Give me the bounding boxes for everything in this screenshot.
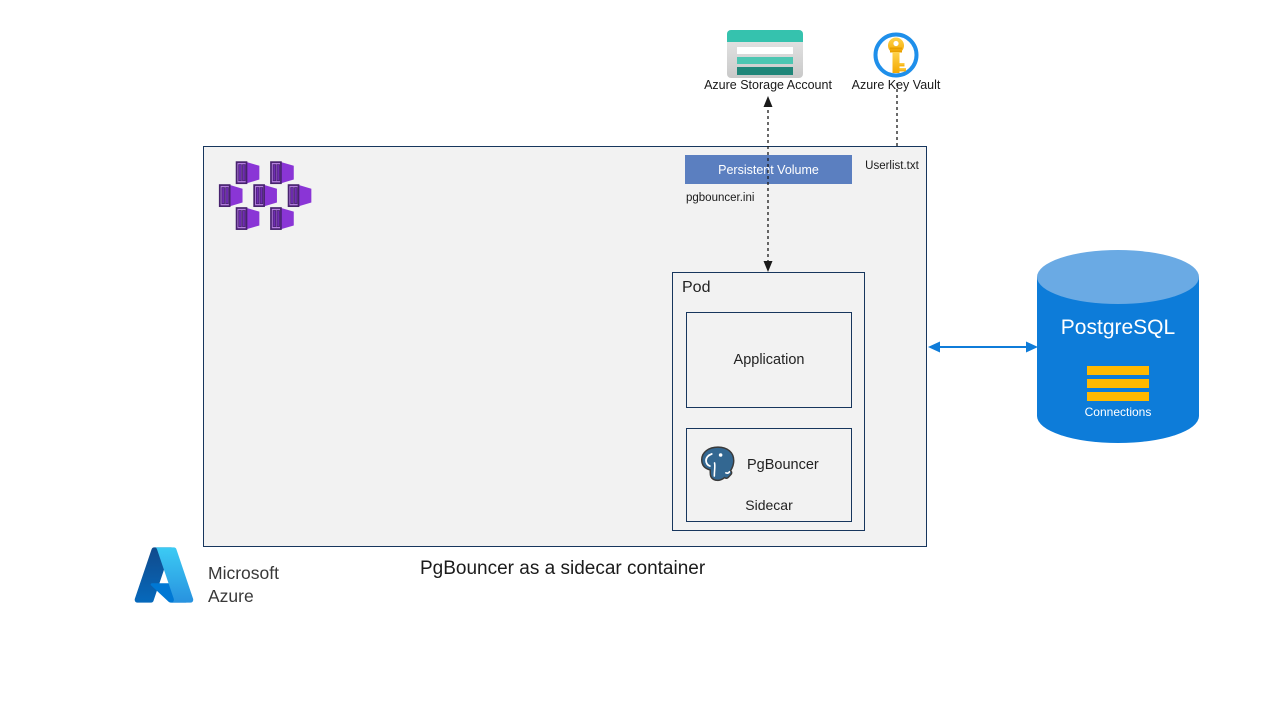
azure-key-vault-icon	[873, 32, 919, 78]
postgresql-title: PostgreSQL	[1060, 316, 1176, 339]
brand-product: Azure	[208, 586, 254, 606]
postgresql-database: PostgreSQL Connections	[1037, 250, 1199, 443]
persistent-volume-label: Persistent Volume	[718, 162, 819, 177]
persistent-volume-block: Persistent Volume	[685, 155, 852, 184]
application-box: Application	[686, 312, 852, 408]
application-label: Application	[733, 352, 805, 368]
brand-company: Microsoft	[208, 563, 279, 583]
connections-bars-icon	[1087, 366, 1149, 405]
sidecar-label: Sidecar	[745, 497, 793, 513]
pgbouncer-label: PgBouncer	[747, 457, 819, 473]
kubernetes-containers-icon	[215, 158, 319, 234]
azure-storage-account-icon	[727, 30, 803, 78]
microsoft-azure-logo	[132, 543, 196, 607]
pgbouncer-ini-file-label: pgbouncer.ini	[686, 192, 755, 204]
userlist-file-label: Userlist.txt	[865, 160, 919, 172]
pgbouncer-sidecar-box: PgBouncer Sidecar	[686, 428, 852, 522]
pod-title: Pod	[682, 279, 711, 296]
key-vault-label: Azure Key Vault	[851, 78, 941, 92]
postgresql-elephant-icon	[697, 443, 739, 487]
diagram-caption: PgBouncer as a sidecar container	[420, 558, 706, 579]
storage-account-label: Azure Storage Account	[704, 78, 832, 92]
arrowhead-left-icon	[928, 341, 940, 353]
brand-text: Microsoft Azure	[208, 562, 279, 608]
connections-label: Connections	[1084, 405, 1152, 419]
database-cylinder-icon	[1037, 250, 1199, 443]
pod-box: Pod	[672, 272, 865, 531]
arrowhead-up-icon	[763, 96, 773, 107]
